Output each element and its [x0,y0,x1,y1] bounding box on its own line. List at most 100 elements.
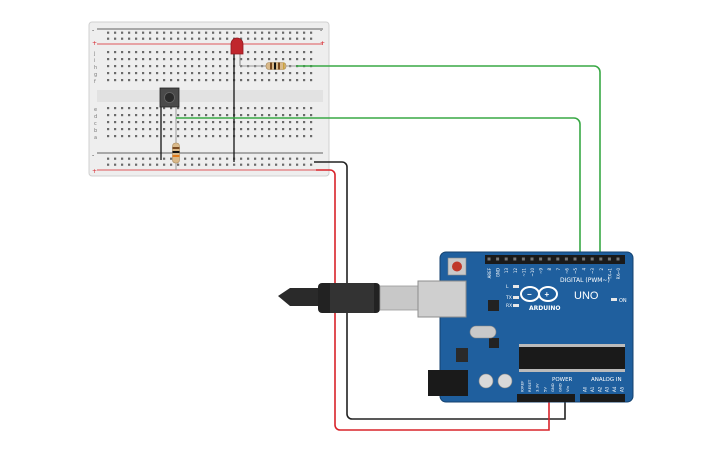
power-pin-label: GND [550,383,555,392]
digital-pin-hole[interactable] [504,257,508,261]
power-pin-label: IOREF [520,381,525,392]
digital-pin-hole[interactable] [616,257,620,261]
board-leds: L TX RX [505,284,519,309]
digital-pin-label: ~3 [590,268,595,274]
logo-right-ring [538,286,558,302]
band-a [172,147,180,149]
on-led-label: ON [619,298,627,304]
analog-pin-label: A0 [583,386,588,392]
power-pin-label: GND [558,383,563,392]
power-label: POWER [552,377,573,383]
bottom-plus-label: + [92,168,97,175]
crystal [469,325,497,339]
atmega-pins-bottom [519,369,625,372]
row-letter: c [94,121,97,127]
digital-pin-hole[interactable] [564,257,568,261]
power-jack [428,370,468,396]
push-button[interactable] [159,87,180,160]
digital-pin-label: 2 [599,268,604,271]
analog-header [580,394,625,402]
band-b [172,151,180,153]
band-4 [283,62,285,70]
usb-plug-metal [379,285,421,311]
digital-pin-hole[interactable] [556,257,560,261]
arduino-logo: − + [520,286,558,302]
led-resistor[interactable] [240,62,296,70]
digital-pin-hole[interactable] [590,257,594,261]
row-letter: i [94,58,95,64]
top-minus-label: - [92,27,94,34]
digital-pin-label: 12 [513,268,518,274]
board-led-label: TX [505,295,512,301]
digital-pin-hole[interactable] [582,257,586,261]
red-power-wire[interactable] [316,169,550,431]
digital-pin-hole[interactable] [547,257,551,261]
analog-pin-label: A2 [597,386,602,392]
digital-pin-label: 8 [547,268,552,271]
red-led[interactable] [230,37,244,162]
digital-pin-hole[interactable] [513,257,517,261]
capacitor-1 [478,373,494,389]
digital-pin-label: ~11 [521,268,526,277]
green-wire-led[interactable] [296,65,601,256]
lower-terminal-holes [103,106,315,142]
button-resistor[interactable] [172,128,180,170]
button-cap [164,92,175,103]
digital-pin-label: 4 [582,268,587,271]
analog-pin-label: A1 [590,386,595,392]
top-plus-label: + [92,40,97,47]
row-letter: f [94,79,96,85]
board-led-label: L [506,284,509,290]
digital-pin-hole[interactable] [573,257,577,261]
row-letter: g [94,72,97,78]
usb-cable-tail [278,288,318,306]
digital-pin-hole[interactable] [539,257,543,261]
digital-pin-hole[interactable] [521,257,525,261]
bottom-rail-holes [103,155,315,168]
digital-pin-hole[interactable] [530,257,534,261]
usb-cable[interactable] [278,283,421,313]
usb-jack [417,280,467,318]
voltage-regulator [456,348,468,362]
power-header [517,394,575,402]
digital-pin-hole[interactable] [487,257,491,261]
digital-pin-label: ~10 [530,268,535,277]
digital-pin-label: 7 [556,268,561,271]
capacitor-2 [497,373,513,389]
black-ground-wire[interactable] [314,161,566,420]
digital-pin-hole[interactable] [599,257,603,261]
band-c [172,155,180,157]
power-pin-label: 3.3V [535,383,540,392]
arduino-model-text: UNO [574,290,599,302]
arduino-brand-text: ARDUINO [529,305,560,312]
digital-pin-hole[interactable] [496,257,500,261]
bottom-minus-label: - [92,152,94,159]
green-wire-button[interactable] [176,117,581,256]
digital-header [485,255,625,264]
power-pin-label: RESET [527,379,532,392]
logo-plus: + [545,290,550,299]
digital-pin-label: AREF [487,267,492,278]
top-rail-holes [103,30,315,43]
small-chip [489,338,499,348]
usb-chip [488,300,499,311]
row-letter: a [94,135,97,141]
board-led [513,285,519,288]
wires [176,65,601,431]
analog-pin-label: A4 [612,386,617,392]
band-2 [274,62,276,70]
digital-pin-label: GND [496,268,501,277]
digital-pin-label: ~9 [539,268,544,274]
on-led [611,298,617,301]
reset-button[interactable] [452,261,462,272]
top-plus-label-right: + [320,40,325,47]
digital-pin-hole[interactable] [607,257,611,261]
power-pin-label: 5V [542,387,547,392]
board-led-label: RX [506,303,512,309]
digital-label: DIGITAL (PWM~) [560,277,610,284]
